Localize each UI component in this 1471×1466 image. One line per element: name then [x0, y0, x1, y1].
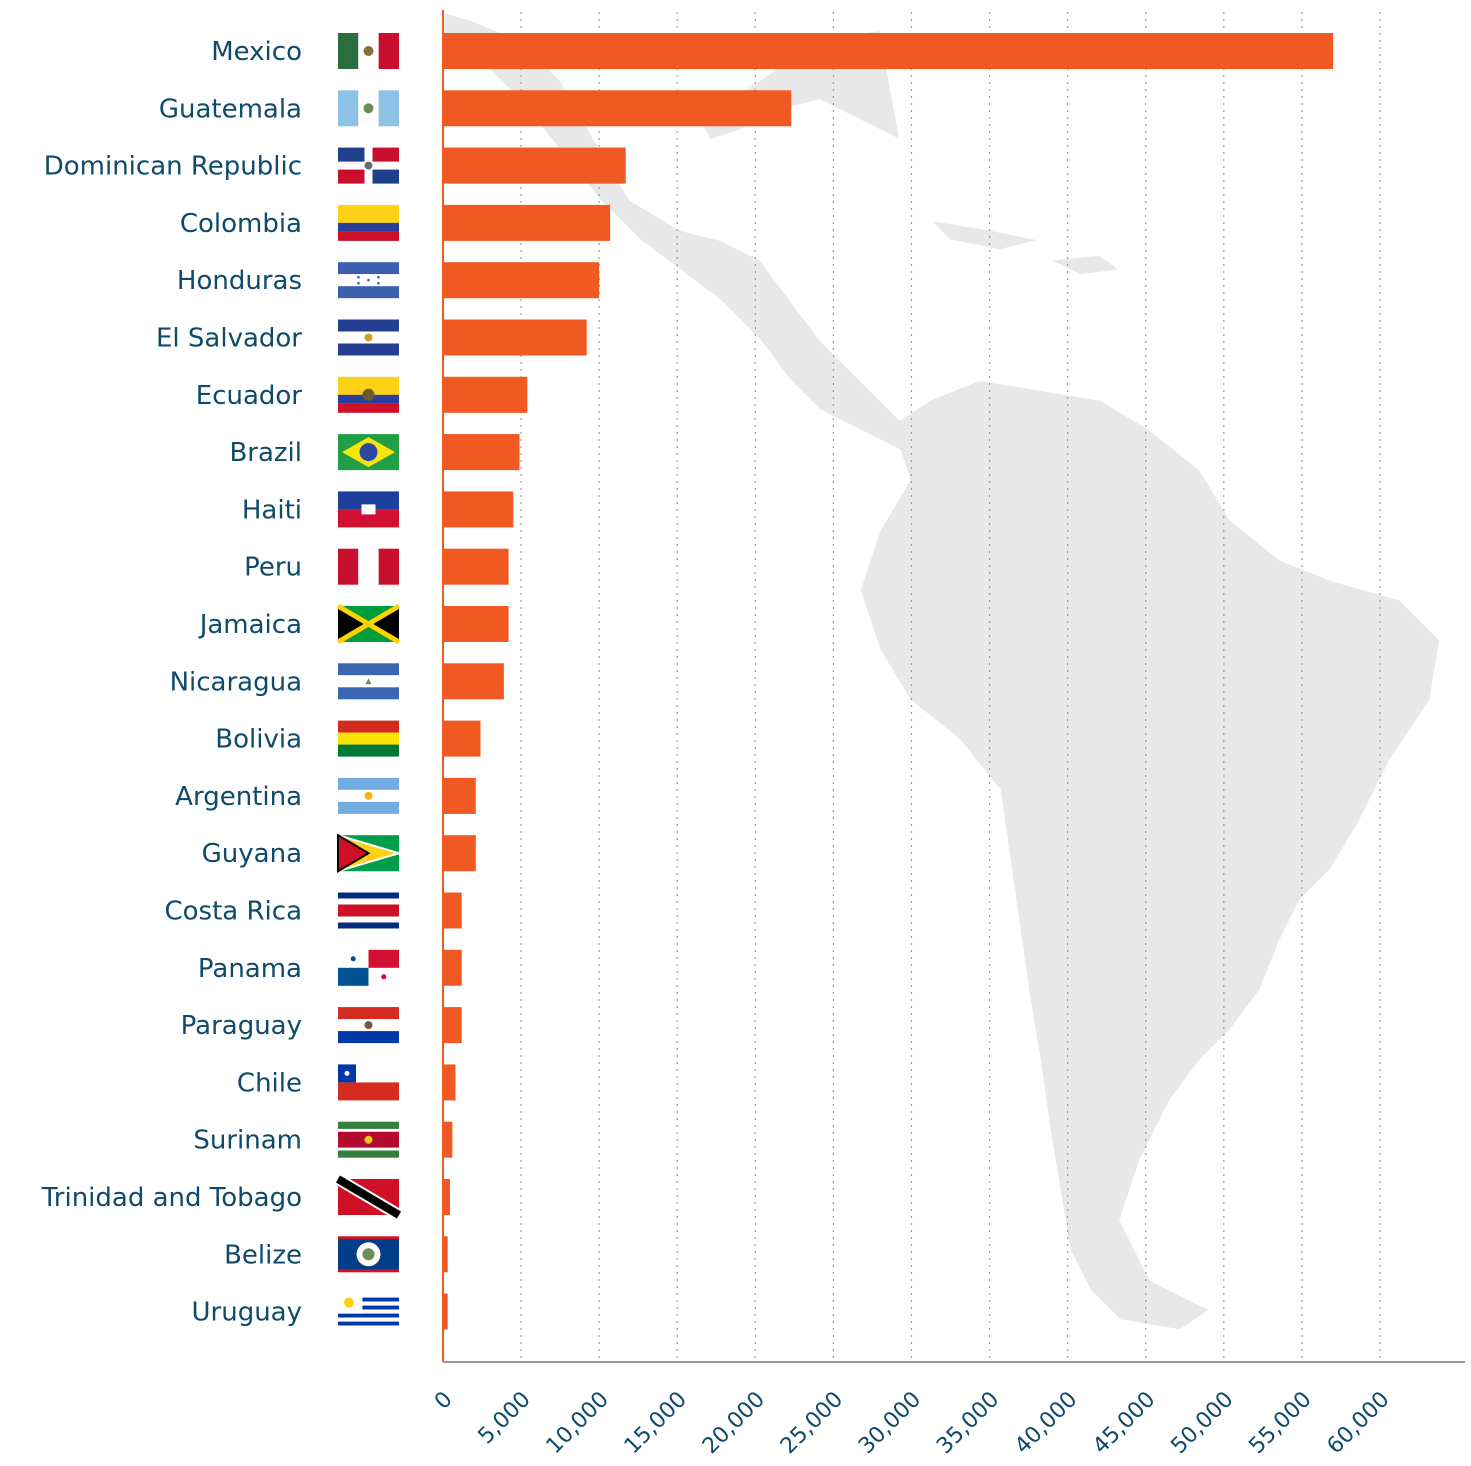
- bar-jamaica: [443, 606, 509, 642]
- mexico-flag-icon: [338, 33, 399, 69]
- category-label: Nicaragua: [170, 667, 302, 697]
- category-label: Mexico: [211, 37, 302, 67]
- panama-flag-icon: [338, 949, 399, 986]
- colombia-flag-icon: [338, 204, 399, 241]
- category-label: El Salvador: [156, 324, 302, 354]
- x-tick-label: 25,000: [776, 1387, 848, 1459]
- ecuador-flag-icon: [338, 376, 399, 413]
- category-label: Costa Rica: [164, 897, 302, 927]
- bar-ecuador: [443, 376, 528, 413]
- bar-panama: [443, 949, 462, 986]
- x-tick-label: 55,000: [1244, 1387, 1316, 1459]
- haiti-flag-icon: [338, 491, 399, 528]
- honduras-flag-icon: [338, 262, 399, 299]
- bar-guatemala: [443, 90, 792, 127]
- x-tick-label: 0: [430, 1387, 458, 1415]
- category-label: Ecuador: [196, 381, 303, 411]
- paraguay-flag-icon: [338, 1007, 399, 1044]
- category-label: Jamaica: [198, 610, 302, 640]
- bar-el-salvador: [443, 319, 587, 356]
- bar-surinam: [443, 1121, 453, 1158]
- bars: [443, 33, 1334, 1330]
- x-tick-label: 45,000: [1088, 1387, 1160, 1459]
- category-label: Uruguay: [192, 1298, 303, 1328]
- bar-trinidad-and-tobago: [443, 1179, 451, 1215]
- jamaica-flag-icon: [336, 603, 401, 645]
- x-tick-label: 20,000: [698, 1387, 770, 1459]
- category-label: Colombia: [180, 209, 302, 239]
- category-label: Guatemala: [159, 94, 302, 124]
- bar-colombia: [443, 204, 611, 241]
- category-label: Trinidad and Tobago: [41, 1183, 302, 1213]
- x-tick-label: 40,000: [1010, 1387, 1082, 1459]
- category-label: Haiti: [242, 495, 302, 525]
- bar-chile: [443, 1064, 456, 1101]
- bar-haiti: [443, 491, 514, 528]
- guyana-flag-icon: [337, 833, 403, 873]
- x-tick-label: 15,000: [620, 1387, 692, 1459]
- category-label: Honduras: [177, 266, 302, 296]
- costa-rica-flag-icon: [338, 892, 399, 929]
- category-label: Bolivia: [215, 725, 302, 755]
- bolivia-flag-icon: [338, 720, 399, 757]
- bar-bolivia: [443, 720, 481, 757]
- bar-paraguay: [443, 1007, 462, 1044]
- bar-brazil: [443, 434, 520, 471]
- bar-guyana: [443, 835, 476, 872]
- axes: [442, 10, 1465, 1363]
- bar-belize: [443, 1236, 448, 1273]
- category-label: Chile: [237, 1068, 302, 1098]
- category-label: Belize: [224, 1240, 302, 1270]
- brazil-flag-icon: [338, 434, 399, 471]
- category-label: Guyana: [202, 839, 302, 869]
- category-label: Paraguay: [181, 1011, 302, 1041]
- bar-peru: [443, 548, 509, 585]
- el-salvador-flag-icon: [338, 319, 399, 356]
- x-tick-label: 50,000: [1166, 1387, 1238, 1459]
- surinam-flag-icon: [338, 1121, 399, 1158]
- trinidad-and-tobago-flag-icon: [334, 1173, 403, 1221]
- bar-uruguay: [443, 1293, 448, 1330]
- chile-flag-icon: [338, 1064, 399, 1101]
- guatemala-flag-icon: [338, 90, 399, 127]
- bar-mexico: [443, 33, 1334, 69]
- category-label: Brazil: [229, 438, 302, 468]
- nicaragua-flag-icon: [338, 663, 399, 700]
- peru-flag-icon: [338, 548, 399, 585]
- dominican-republic-flag-icon: [338, 147, 399, 184]
- category-label: Dominican Republic: [44, 152, 302, 182]
- bar-honduras: [443, 262, 600, 299]
- category-label: Panama: [198, 954, 302, 984]
- x-tick-label: 5,000: [474, 1387, 536, 1449]
- argentina-flag-icon: [338, 777, 399, 814]
- category-label: Argentina: [175, 782, 302, 812]
- bar-nicaragua: [443, 663, 504, 700]
- belize-flag-icon: [338, 1236, 399, 1273]
- x-tick-label: 60,000: [1323, 1387, 1395, 1459]
- bar-costa-rica: [443, 892, 462, 929]
- x-tick-label: 30,000: [854, 1387, 926, 1459]
- bar-argentina: [443, 777, 476, 814]
- x-tick-label: 10,000: [542, 1387, 614, 1459]
- category-label: Peru: [244, 553, 302, 583]
- bar-dominican-republic: [443, 147, 626, 184]
- x-tick-label: 35,000: [932, 1387, 1004, 1459]
- uruguay-flag-icon: [338, 1293, 399, 1330]
- category-label: Surinam: [193, 1126, 302, 1156]
- flags: [334, 33, 403, 1330]
